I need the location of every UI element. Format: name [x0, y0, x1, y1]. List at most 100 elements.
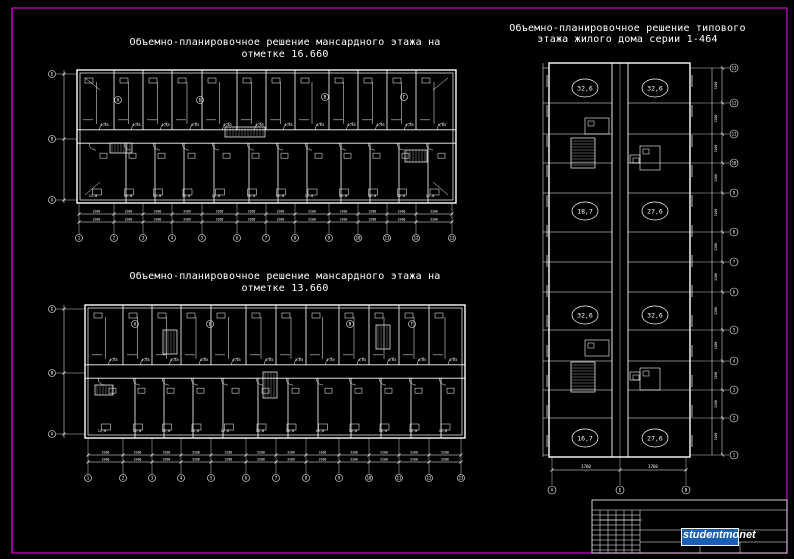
- furniture: [429, 188, 440, 196]
- door-swing: [275, 143, 284, 151]
- room-area-label: 4,65: [232, 358, 240, 362]
- dimension-tick: [720, 132, 725, 136]
- dimension-tick: [720, 260, 725, 264]
- dimension-tick: [86, 453, 90, 457]
- axis-bubble: [729, 188, 739, 198]
- axis-bubble-letter: В: [51, 371, 54, 376]
- area-ellipse: [571, 78, 599, 98]
- door-swing: [283, 122, 291, 130]
- axis-bubble: [177, 474, 185, 482]
- furniture: [324, 387, 333, 394]
- room-area-label: 12,0: [409, 429, 417, 433]
- axis-bubble: [207, 474, 215, 482]
- apartment-area-label: 32,6: [647, 311, 663, 319]
- furniture: [124, 188, 134, 196]
- door-swing: [408, 378, 417, 386]
- plan-bottom-title-line2: отметке 13.660: [241, 283, 329, 294]
- dimension-tick: [550, 468, 554, 472]
- axis-bubble-number: 12: [427, 476, 432, 481]
- furniture: [207, 77, 217, 84]
- room-area-label: 12,0: [162, 429, 170, 433]
- dimension-value: 3200: [398, 210, 406, 214]
- dimension-tick: [450, 212, 454, 216]
- door-swing: [211, 143, 220, 151]
- furniture: [434, 312, 444, 319]
- apartment-area-label: 32,6: [577, 311, 593, 319]
- furniture: [363, 77, 373, 84]
- dimension-value: 3200: [398, 218, 406, 222]
- furniture: [247, 188, 257, 196]
- room-area-label: 12,0: [316, 429, 324, 433]
- axis-bubble-number: 8: [294, 236, 297, 241]
- furniture: [344, 312, 354, 319]
- furniture: [92, 188, 102, 196]
- dimension-tick: [264, 220, 268, 224]
- axis-bubble-letter: А: [51, 432, 54, 437]
- furniture: [133, 423, 143, 431]
- apartment-area-label: 18,7: [577, 207, 593, 215]
- room-area-label: 12,0: [133, 429, 141, 433]
- axis-bubble-number: 13: [732, 66, 737, 71]
- dimension-tick: [274, 460, 278, 464]
- furniture: [300, 77, 310, 84]
- dimension-tick: [720, 161, 725, 165]
- dimension-value: 3200: [714, 82, 718, 90]
- axis-bubble: [729, 257, 739, 267]
- fixture: [587, 120, 595, 127]
- axis-bubble-number: 12: [732, 101, 737, 106]
- dimension-tick: [720, 453, 725, 457]
- axis-bubble: [198, 234, 206, 242]
- furniture: [224, 423, 234, 431]
- room-area-label: 4,65: [161, 123, 169, 127]
- room-area-label: 4,65: [438, 123, 446, 127]
- door-swing: [131, 122, 139, 130]
- door-swing: [99, 122, 107, 130]
- axis-bubble-number: 5: [733, 328, 736, 333]
- apartment-area-label: 16,7: [577, 434, 593, 442]
- dimension-tick: [459, 453, 463, 457]
- door-swing: [386, 357, 395, 365]
- axis-bubble: [729, 98, 739, 108]
- watermark-box: [681, 528, 739, 546]
- door-swing: [325, 357, 333, 365]
- axis-bubble: [615, 485, 625, 495]
- dimension-value: 3200: [102, 451, 110, 455]
- plan-inner-wall: [87, 307, 463, 436]
- furniture: [187, 152, 196, 159]
- title-block-border: [591, 499, 788, 554]
- axis-bubble-number: 1: [78, 236, 81, 241]
- dimension-tick: [235, 220, 239, 224]
- room-area-label: 4,65: [100, 123, 108, 127]
- axis-bubble: [729, 227, 739, 237]
- axis-bubble-number: 11: [385, 236, 390, 241]
- furniture: [157, 152, 166, 159]
- axis-bubble: [365, 474, 373, 482]
- dimension-tick: [414, 220, 418, 224]
- furniture: [108, 387, 117, 394]
- door-swing: [315, 378, 324, 386]
- axis-bubble-number: 9: [733, 191, 736, 196]
- dimension-value: 3200: [714, 307, 718, 315]
- room-area-label: 4,65: [109, 358, 117, 362]
- furniture: [414, 387, 423, 394]
- axis-bubble: [291, 234, 299, 242]
- dimension-value: 3200: [277, 210, 285, 214]
- dimension-tick: [720, 328, 725, 332]
- dimension-tick: [450, 220, 454, 224]
- dimension-value: 3200: [102, 458, 110, 462]
- axis-bubble-letter: А: [551, 488, 554, 493]
- dimension-value: 3200: [163, 458, 171, 462]
- room-area-label: 4,65: [376, 123, 384, 127]
- dimension-tick: [720, 191, 725, 195]
- apartment-area-label: 27,6: [647, 207, 663, 215]
- room-area-label: 4,65: [284, 123, 292, 127]
- fixture: [587, 342, 595, 349]
- apartment-area-label: 32,6: [577, 84, 593, 92]
- axis-bubble-number: 1: [733, 453, 736, 458]
- furniture: [177, 77, 187, 84]
- dimension-tick: [327, 212, 331, 216]
- dimension-value: 3200: [714, 243, 718, 251]
- dimension-tick: [77, 212, 81, 216]
- dimension-tick: [618, 468, 622, 472]
- axis-bubble-number: 13: [450, 236, 455, 241]
